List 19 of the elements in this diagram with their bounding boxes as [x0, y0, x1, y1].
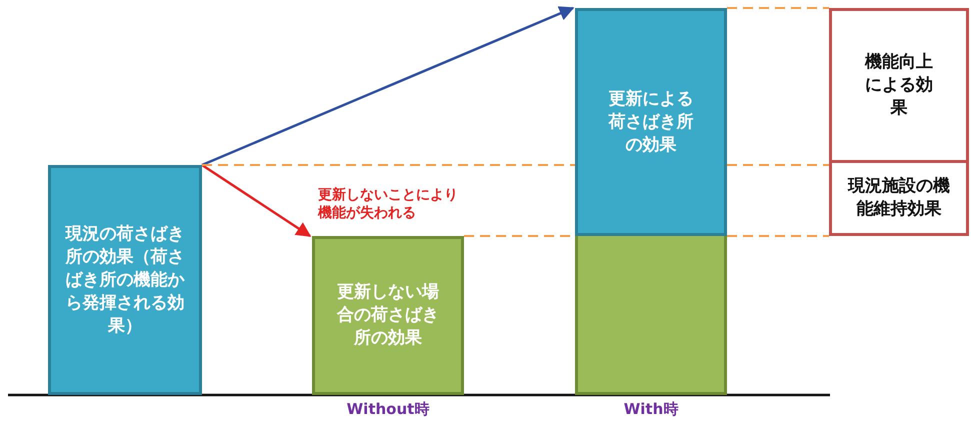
- bar-label: 更新による荷さばき所の効果: [608, 88, 694, 156]
- dashed-line: [727, 235, 829, 237]
- arrow: [201, 164, 312, 238]
- bar-segment: [575, 236, 727, 395]
- bracket-box: [829, 163, 969, 236]
- axis-label: Without時: [346, 400, 430, 419]
- arrow: [202, 6, 574, 166]
- dashed-line: [727, 7, 829, 9]
- bar-label: 更新しない場合の荷さばき所の効果: [336, 281, 440, 350]
- effect-bar: [312, 236, 464, 395]
- bar-label: 現況施設の機能維持効果: [846, 175, 951, 221]
- dashed-line: [202, 164, 575, 166]
- bracket-box: [829, 8, 969, 163]
- axis-label: With時: [622, 400, 680, 419]
- bar-label: 現況の荷さばき所の効果（荷さばき所の機能から発揮される効果）: [65, 222, 185, 338]
- bar-label: 機能向上による効果: [864, 51, 934, 120]
- dashed-line: [727, 164, 829, 166]
- effect-bar: [575, 8, 727, 236]
- effect-bar: [48, 165, 202, 395]
